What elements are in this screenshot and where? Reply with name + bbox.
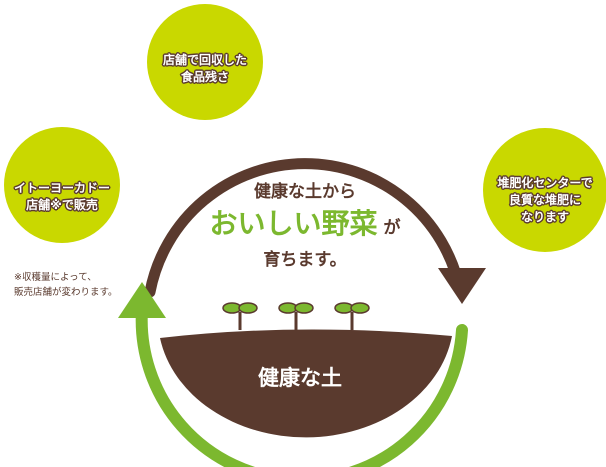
circle-compost-center <box>483 128 606 252</box>
label-line: 店舗※で販売 <box>26 198 98 212</box>
soil-shape <box>160 329 452 438</box>
brown-arrowhead-icon <box>438 268 486 304</box>
center-line-2: おいしい野菜が <box>190 204 420 248</box>
label-line: 店舗で回収した <box>162 53 247 67</box>
note-line: ※収穫量によって、 <box>14 272 97 283</box>
footnote: ※収穫量によって、販売店舗が変わります。 <box>14 270 118 300</box>
center-particle: が <box>383 218 401 238</box>
label-line: 食品残さ <box>180 70 229 84</box>
label-line: 堆肥化センターで <box>497 176 593 190</box>
brown-cycle-arc <box>144 158 466 298</box>
label-line: イトーヨーカドー <box>13 181 110 195</box>
food-waste-label: 店舗で回収した食品残さ <box>147 52 263 86</box>
ito-yokado-label: イトーヨーカドー店舗※で販売 <box>0 180 124 214</box>
label-line: 良質な堆肥に <box>508 193 581 207</box>
compost-center-label: 堆肥化センターで良質な堆肥になります <box>483 175 606 226</box>
circle-food-waste <box>147 4 263 120</box>
soil-label: 健康な土 <box>258 366 342 390</box>
sprout-icon <box>222 302 370 330</box>
label-line: なります <box>520 210 569 224</box>
green-cycle-arc <box>135 304 468 467</box>
center-line-3: 育ちます。 <box>263 250 347 270</box>
center-message: 健康な土から おいしい野菜が 育ちます。 <box>190 180 420 272</box>
note-line: 販売店舗が変わります。 <box>14 287 118 298</box>
center-line-1: 健康な土から <box>254 182 356 202</box>
green-arrowhead-icon <box>118 282 166 318</box>
center-highlight: おいしい野菜 <box>209 207 378 240</box>
circle-ito-yokado <box>4 127 120 243</box>
